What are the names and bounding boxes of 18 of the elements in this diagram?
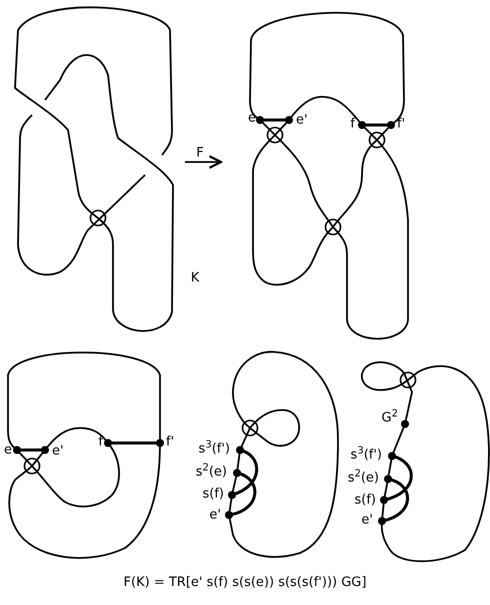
point-label: e' xyxy=(361,514,373,526)
point-label: K xyxy=(190,272,200,284)
point-label: s(f) xyxy=(354,494,376,506)
point-label: f' xyxy=(166,436,174,448)
point-label: f xyxy=(350,118,355,130)
point-label: s(f) xyxy=(202,488,224,500)
point-label: f' xyxy=(397,118,406,130)
point-label: e xyxy=(4,444,12,456)
point-label: e' xyxy=(52,444,64,458)
point-label: s$^{2}$(e) xyxy=(348,472,379,484)
point-label: e' xyxy=(296,114,308,126)
point-label: s$^{2}$(e) xyxy=(196,466,227,478)
point-label: s$^{3}$(f') xyxy=(198,442,230,456)
point-label: F xyxy=(196,146,204,160)
point-label: G$^{2}$ xyxy=(382,412,398,424)
caption: F(K) = TR[e' s(f) s(s(e)) s(s(s(f'))) GG] xyxy=(122,575,368,590)
point-label: s$^{3}$(f') xyxy=(350,448,382,462)
point-label: e' xyxy=(209,508,221,522)
